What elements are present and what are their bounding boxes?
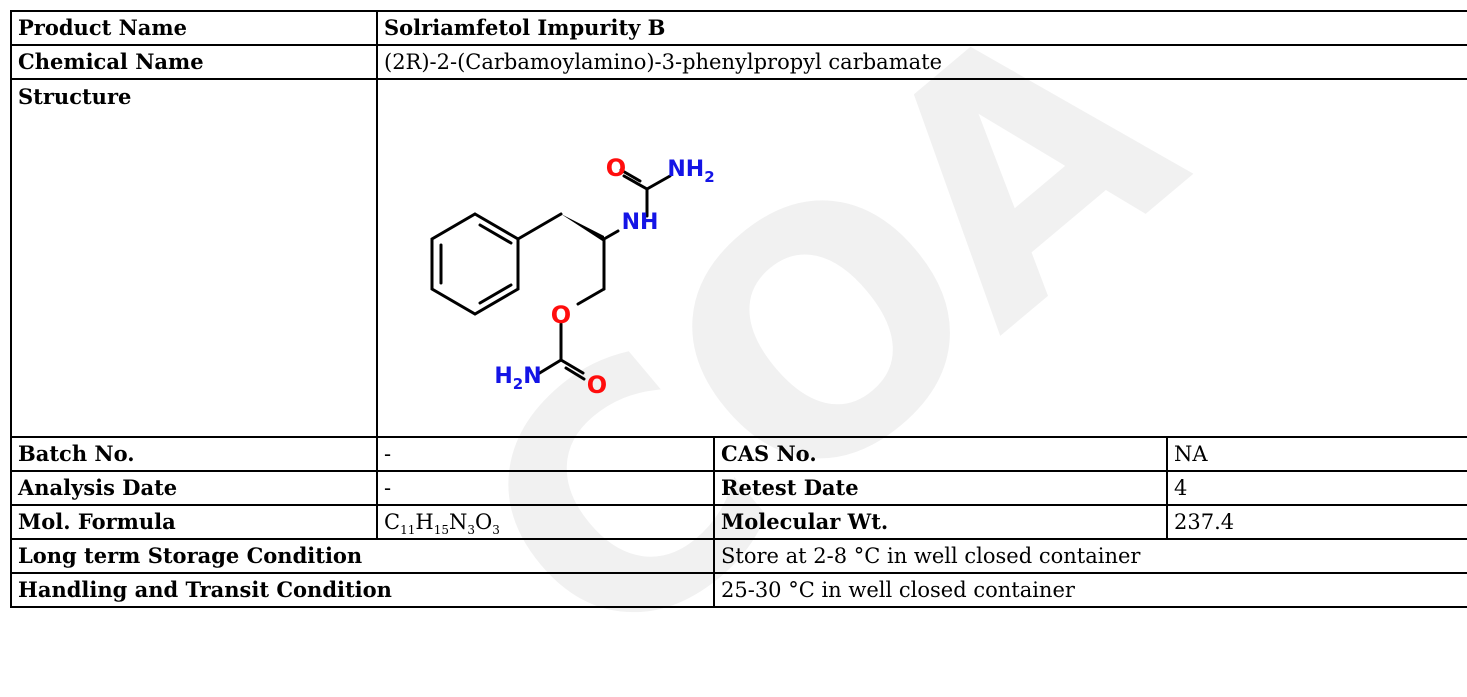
row-handling-transit: Handling and Transit Condition 25-30 °C … [10,572,1467,608]
structure-cell: O NH2 NH O H2N O [375,78,1467,438]
product-name-label: Product Name [10,10,378,46]
chemical-name-value: (2R)-2-(Carbamoylamino)-3-phenylpropyl c… [375,44,1467,80]
molecular-wt-label: Molecular Wt. [713,504,1168,540]
row-chemical-name: Chemical Name (2R)-2-(Carbamoylamino)-3-… [10,44,1467,80]
handling-transit-label: Handling and Transit Condition [10,572,715,608]
row-batch-cas: Batch No. - CAS No. NA [10,436,1467,472]
long-term-storage-label: Long term Storage Condition [10,538,715,574]
mol-formula-label: Mol. Formula [10,504,378,540]
svg-text:NH2: NH2 [667,157,714,186]
atom-o-mid: O [551,301,571,329]
row-formula-weight: Mol. Formula C11H15N3O3 Molecular Wt. 23… [10,504,1467,540]
atom-h2n-h: H [494,364,512,389]
cas-no-value: NA [1165,436,1467,472]
analysis-date-label: Analysis Date [10,470,378,506]
analysis-date-value: - [376,470,715,506]
batch-no-value: - [376,436,715,472]
svg-text:H2N: H2N [494,364,541,393]
batch-no-label: Batch No. [10,436,378,472]
atom-h2n-n: N [523,364,541,389]
structure-label: Structure [10,78,378,438]
chemical-name-label: Chemical Name [10,44,378,80]
row-product-name: Product Name Solriamfetol Impurity B [10,10,1467,46]
row-dates: Analysis Date - Retest Date 4 [10,470,1467,506]
retest-date-value: 4 [1165,470,1467,506]
cas-no-label: CAS No. [713,436,1168,472]
retest-date-label: Retest Date [713,470,1168,506]
atom-nh2-top: NH [667,157,704,182]
chemical-structure-image: O NH2 NH O H2N O [430,154,715,399]
long-term-storage-value: Store at 2-8 °C in well closed container [712,538,1467,574]
row-long-term-storage: Long term Storage Condition Store at 2-8… [10,538,1467,574]
atom-o-top: O [606,154,626,182]
atom-nh: NH [622,210,659,235]
handling-transit-value: 25-30 °C in well closed container [712,572,1467,608]
row-structure: Structure [10,78,1467,438]
atom-h2n-sub: 2 [513,375,523,393]
atom-o-bottom: O [587,371,607,399]
coa-table: Product Name Solriamfetol Impurity B Che… [10,10,1467,608]
molecular-wt-value: 237.4 [1165,504,1467,540]
atom-nh2-top-sub: 2 [704,168,714,186]
mol-formula-value: C11H15N3O3 [376,504,715,540]
product-name-value: Solriamfetol Impurity B [375,10,1467,46]
